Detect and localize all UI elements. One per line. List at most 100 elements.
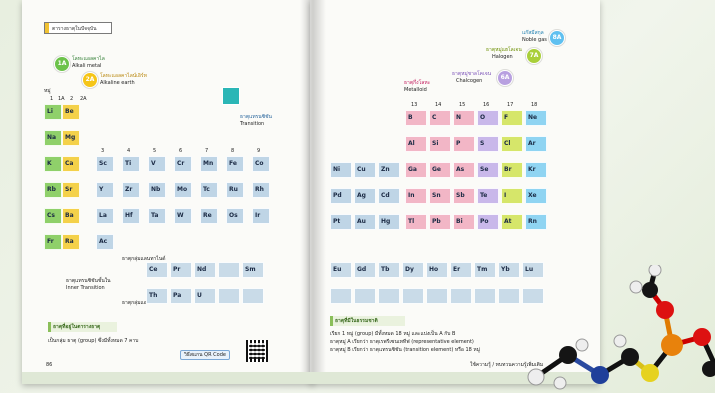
element-cell-hf: Hf (122, 208, 140, 224)
element-cell-ag: Ag (354, 188, 376, 204)
transition-label-th: ธาตุแทรนซิชัน (240, 114, 272, 120)
element-symbol: Bi (456, 218, 463, 225)
element-cell-o: O (477, 110, 499, 126)
element-cell-p: P (453, 136, 475, 152)
nitrogen-atom (591, 366, 609, 384)
element-cell-at: At (501, 214, 523, 230)
element-symbol: Ga (408, 166, 417, 173)
alkaline-label-en: Alkaline earth (100, 80, 135, 86)
element-cell-k: K (44, 156, 62, 172)
group-number-1: 1 (50, 96, 54, 102)
lanthanide-cell: Tm (474, 262, 496, 278)
element-cell-os: Os (226, 208, 244, 224)
element-symbol: Cu (357, 166, 366, 173)
carbon-atom (702, 361, 715, 377)
element-symbol: Cl (504, 140, 511, 147)
element-symbol: Tc (203, 186, 210, 193)
right-note-heading: ธาตุที่มีในธรรมชาติ (335, 318, 378, 324)
element-cell-ra: Ra (62, 234, 80, 250)
element-cell-y: Y (96, 182, 114, 198)
left-footer-heading-box (48, 322, 117, 332)
actinide-cell: Pa (170, 288, 192, 304)
group-number-2: 2 (70, 96, 74, 102)
actinide-cell: Th (146, 288, 168, 304)
inner-transition-label-en: Inner Transition (66, 285, 105, 291)
lanthanide-cell: Er (450, 262, 472, 278)
actinide-cell (426, 288, 448, 304)
element-symbol: Yb (501, 266, 510, 273)
lanthanide-cell (218, 262, 240, 278)
element-symbol: Be (65, 108, 74, 115)
element-cell-mn: Mn (200, 156, 218, 172)
element-symbol: Mn (203, 160, 214, 167)
element-symbol: Er (453, 266, 461, 273)
actinide-cell (354, 288, 376, 304)
element-cell-cs: Cs (44, 208, 62, 224)
hydrogen-atom (527, 368, 545, 386)
group-number-2a: 2A (80, 96, 87, 102)
element-cell-la: La (96, 208, 114, 224)
element-symbol: Sn (432, 192, 441, 199)
element-symbol: Xe (528, 192, 537, 199)
element-symbol: Ac (99, 238, 108, 245)
element-symbol: Rh (255, 186, 264, 193)
element-symbol: Na (47, 134, 57, 141)
element-cell-b: B (405, 110, 427, 126)
qr-code-inner (249, 343, 265, 359)
hydrogen-atom (648, 265, 662, 277)
element-symbol: Ce (149, 266, 158, 273)
element-cell-as: As (453, 162, 475, 178)
element-cell-sn: Sn (429, 188, 451, 204)
element-symbol: Li (47, 108, 53, 115)
actinide-cell (450, 288, 472, 304)
element-symbol: Th (149, 292, 158, 299)
hydrogen-atom (575, 338, 589, 352)
element-symbol: Lu (525, 266, 534, 273)
element-symbol: Nd (197, 266, 207, 273)
element-symbol: Sr (65, 186, 73, 193)
element-cell-ba: Ba (62, 208, 80, 224)
element-symbol: Pa (173, 292, 182, 299)
element-symbol: Pb (432, 218, 441, 225)
lanthanide-cell: Sm (242, 262, 264, 278)
left-footer-button[interactable]: วิธีสแกน QR Code (180, 350, 230, 360)
element-symbol: Hf (125, 212, 133, 219)
element-symbol: F (504, 114, 509, 121)
carbon-atom (642, 282, 658, 298)
element-cell-ru: Ru (226, 182, 244, 198)
transition-column-number: 4 (127, 148, 131, 154)
element-cell-hg: Hg (378, 214, 400, 230)
element-symbol: W (177, 212, 184, 219)
element-cell-zr: Zr (122, 182, 140, 198)
inner-transition-label-th: ธาตุแทรนซิชันชั้นใน (66, 278, 111, 284)
element-cell-s: S (477, 136, 499, 152)
element-cell-cr: Cr (174, 156, 192, 172)
halogen-label-en: Halogen (492, 54, 513, 60)
transition-column-number: 9 (257, 148, 261, 154)
element-symbol: Mo (177, 186, 188, 193)
element-cell-in: In (405, 188, 427, 204)
element-cell-rh: Rh (252, 182, 270, 198)
lanthanide-label: ธาตุกลุ่มแลนทาไนด์ (122, 256, 166, 262)
alkaline-label-th: โลหะแอลคาไลน์เอิร์ท (100, 73, 147, 79)
element-symbol: Ni (333, 166, 341, 173)
element-symbol: Zr (125, 186, 133, 193)
lanthanide-cell: Nd (194, 262, 216, 278)
element-symbol: N (456, 114, 462, 121)
element-cell-re: Re (200, 208, 218, 224)
element-symbol: Zn (381, 166, 390, 173)
element-symbol: Sb (456, 192, 465, 199)
group-circle-2a: 2A (82, 72, 98, 88)
element-cell-sr: Sr (62, 182, 80, 198)
element-cell-ac: Ac (96, 234, 114, 250)
element-symbol: Nb (151, 186, 161, 193)
element-symbol: O (480, 114, 486, 121)
lanthanide-cell: Dy (402, 262, 424, 278)
hydrogen-atom (553, 376, 567, 390)
element-cell-si: Si (429, 136, 451, 152)
alkali-label-th: โลหะแอลคาไล (72, 56, 105, 62)
element-symbol: U (197, 292, 202, 299)
element-symbol: Kr (528, 166, 536, 173)
header-accent-bar (45, 23, 49, 33)
lanthanide-cell: Gd (354, 262, 376, 278)
